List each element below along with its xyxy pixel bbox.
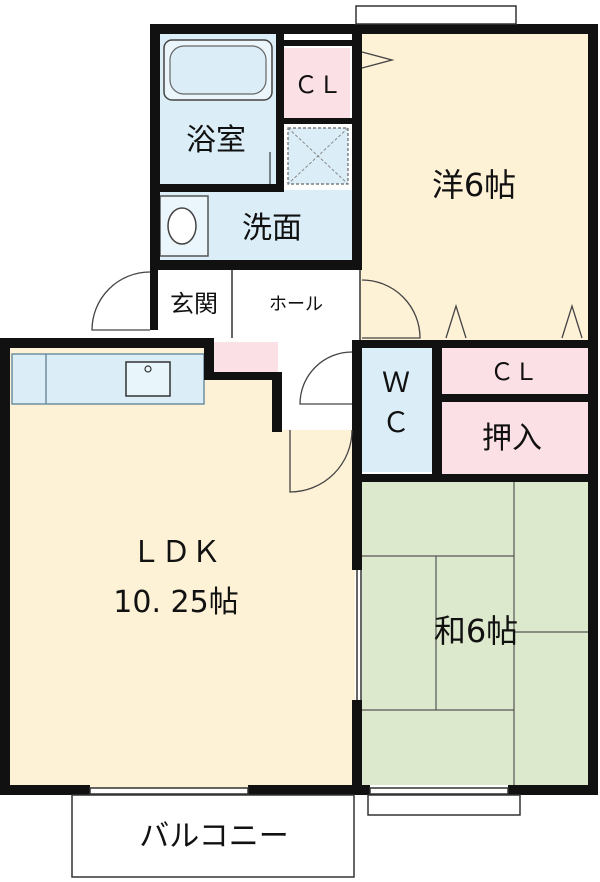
kitchen-counter [11,353,205,405]
western-label: 洋6帖 [432,166,516,204]
doors [91,51,583,493]
wc-label-1: Ｗ [382,366,410,399]
japanese-label: 和6帖 [434,612,518,650]
closet-mid-door-1 [445,303,467,339]
ldk-door [289,429,353,493]
closet-mid-door-2 [561,303,583,339]
closet-top-door [361,51,395,69]
washer-cross-b [287,127,349,185]
balcony-outline [71,794,355,878]
wc-label-2: Ｃ [382,406,410,439]
sink [125,361,171,397]
wc-floor [360,348,432,472]
bath-label: 浴室 [186,123,246,158]
window-top [355,5,517,25]
window-balcony-jp [369,787,509,795]
tatami-lines [362,482,588,785]
ldk-size-label: 10. 25帖 [113,585,238,620]
bathtub-inner [169,45,267,95]
window-balcony-ldk [89,787,249,795]
balcony-outline-right [367,794,521,816]
hall-label: ホール [269,294,323,315]
shoe-cabinet [212,342,278,374]
sink-drain [144,365,152,373]
entrance-door [91,271,151,331]
closet-mid-label: ＣＬ [490,358,538,386]
entrance-label: 玄関 [170,290,218,318]
oshiire-floor [442,402,588,474]
oshiire-label: 押入 [482,421,542,456]
balcony-label: バルコニー [139,819,288,854]
closet-mid-floor [442,348,588,394]
walls [0,24,598,795]
wash-label: 洗面 [242,211,302,246]
bathroom-fixtures [159,39,349,257]
closet-top-label: ＣＬ [294,71,342,99]
ldk-floor [8,345,355,790]
hall-western-door [361,279,421,339]
western-room-floor [360,30,590,342]
thin-lines [71,5,521,878]
wc-door [299,351,353,405]
washbasin-bowl [167,207,197,245]
labels: 浴室 洗面 玄関 ホール ＣＬ 洋6帖 Ｗ Ｃ ＣＬ 押入 ＬＤＫ 10. 25… [113,71,542,854]
closet-top-floor [284,48,350,118]
ldk-label: ＬＤＫ [131,535,221,570]
